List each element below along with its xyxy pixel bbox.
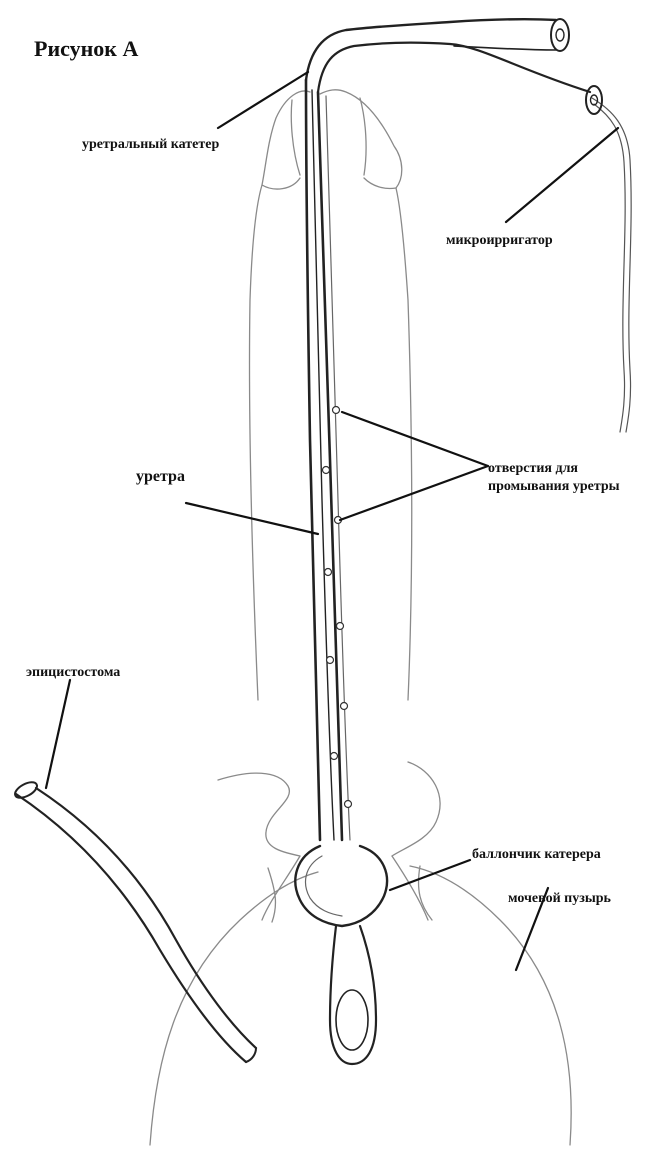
flush-hole xyxy=(323,467,330,474)
label-catheter-balloon: баллончик катерера xyxy=(472,846,601,863)
flush-hole xyxy=(331,753,338,760)
flush-hole xyxy=(337,623,344,630)
bladder-outline-right xyxy=(410,866,571,1145)
label-bladder: мочевой пузырь xyxy=(508,890,611,907)
flush-hole xyxy=(333,407,340,414)
leader-epicystostomy xyxy=(46,680,70,788)
catheter-port-1 xyxy=(551,19,569,51)
flush-hole xyxy=(327,657,334,664)
catheter-port-2 xyxy=(586,86,602,114)
microirrigator-tube xyxy=(592,98,631,432)
epicystostomy-tube xyxy=(16,794,246,1062)
glans-edge xyxy=(291,98,366,175)
catheter-shaft-left xyxy=(306,80,320,840)
label-urethra: уретра xyxy=(136,468,185,486)
label-microirrigator: микроирригатор xyxy=(446,232,553,249)
label-flush-holes-line1: отверстия для xyxy=(488,460,578,477)
flush-hole xyxy=(325,569,332,576)
right-fold xyxy=(392,762,440,856)
catheter-balloon-shape xyxy=(295,846,387,926)
leader-holes-1 xyxy=(342,412,488,466)
leader-microirrigator xyxy=(506,128,618,222)
label-flush-holes-line2: промывания уретры xyxy=(488,478,620,495)
label-urethral-catheter: уретральный катетер xyxy=(82,136,219,153)
bladder-outline xyxy=(150,872,318,1145)
penis-outline xyxy=(249,91,310,700)
leader-urethral-catheter xyxy=(218,72,308,128)
figure-title: Рисунок А xyxy=(34,36,138,62)
flush-hole xyxy=(345,801,352,808)
left-fold xyxy=(218,773,300,856)
label-epicystostomy: эпицистостома xyxy=(26,664,120,681)
catheter-tip xyxy=(330,926,376,1064)
flush-hole xyxy=(341,703,348,710)
leader-holes-2 xyxy=(340,466,488,520)
